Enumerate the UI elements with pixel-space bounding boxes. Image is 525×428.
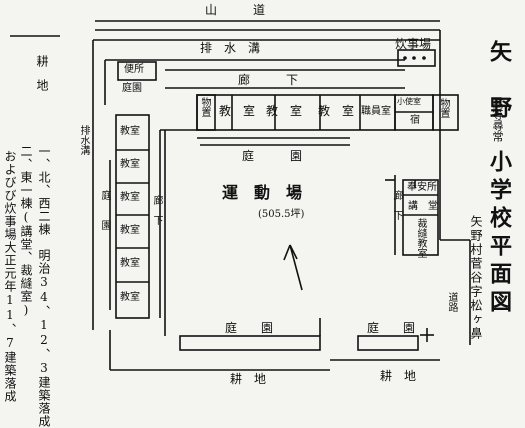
school-floor-plan: 山 道 排 水 溝 炊事場 便所 庭園 廊 下 物置 教 室 教 室 教 室 職…	[3, 3, 512, 428]
garden-top-label: 庭園	[122, 83, 142, 94]
garden-bottom-left-box	[179, 335, 321, 351]
corridor-left-label: 廊 下	[151, 195, 162, 225]
storage-label-right: 物置	[438, 98, 449, 118]
west-classroom-column	[115, 114, 150, 319]
hoanjo-label: 奉安所	[407, 182, 437, 193]
garden-mid-label: 庭 園	[242, 149, 303, 163]
storage-right	[432, 94, 459, 131]
kitchen-label: 炊事場	[395, 37, 432, 51]
garden-bottom-right-label: 庭 園	[367, 321, 416, 335]
classroom-left-1: 教室	[120, 126, 140, 137]
staff-room-label: 職員室	[361, 106, 391, 117]
note-2: 二、東一棟(講堂、裁縫室)	[19, 145, 33, 318]
classroom-label-2: 教 室	[266, 104, 303, 118]
corridor-top-label: 廊 下	[238, 73, 299, 87]
toilet-label: 便所	[124, 64, 144, 75]
toilet-box	[117, 61, 157, 81]
classroom-left-3: 教室	[120, 192, 140, 203]
playground-label: 運 動 場	[222, 183, 303, 202]
classroom-label-3: 教 室	[318, 104, 355, 118]
drain-top-label: 排 水 溝	[200, 41, 261, 55]
road-right-label: 道路	[446, 292, 457, 312]
classroom-left-6: 教室	[120, 292, 140, 303]
classroom-left-4: 教室	[120, 225, 140, 236]
kitchen-box	[397, 49, 436, 67]
hall-block	[402, 179, 439, 256]
playground-area: (505.5坪)	[258, 209, 305, 220]
field-bottom-right-label: 耕 地	[380, 369, 417, 383]
classroom-left-5: 教室	[120, 258, 140, 269]
night-duty-label: 宿	[410, 115, 420, 126]
school-name: 矢 野	[486, 40, 512, 124]
janitor-label: 小使室	[397, 97, 421, 106]
corridor-right-label: 廊 下	[391, 190, 402, 220]
mountain-road-label: 山 道	[205, 3, 266, 17]
floor-plan-drawing	[10, 20, 471, 371]
field-bottom-label: 耕 地	[230, 372, 267, 386]
note-3: およびび炊事場大正元年11、7建築落成	[3, 150, 17, 403]
storage-label-left: 物置	[199, 97, 210, 117]
drain-left-label: 排水溝	[78, 125, 89, 155]
sewing-room-label: 裁縫教室	[415, 218, 426, 258]
garden-bottom-left-label: 庭 園	[225, 321, 274, 335]
hall-label: 講 堂	[408, 201, 438, 212]
classroom-label-1: 教 室	[219, 104, 256, 118]
note-1: 一、北、西二棟 明治34、12、3建築落成	[37, 145, 51, 428]
compass-arrow	[289, 244, 303, 291]
field-left-label: 耕 地	[35, 55, 49, 91]
location-label: 矢野村菅谷字松ヶ鼻	[469, 215, 483, 341]
garden-bottom-right-box	[357, 335, 419, 351]
classroom-left-2: 教室	[120, 159, 140, 170]
school-type: 高等尋常	[491, 98, 504, 142]
garden-left-label: 庭 園	[99, 190, 110, 230]
plan-title: 小学校平面図	[486, 150, 512, 318]
